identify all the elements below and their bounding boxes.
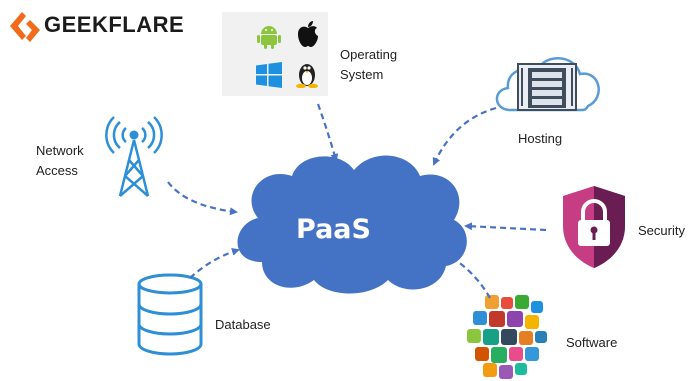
windows-icon (256, 62, 282, 88)
linux-icon (296, 64, 318, 88)
app-icons-cluster-icon (467, 295, 547, 379)
brand-name: GEEKFLARE (44, 12, 185, 37)
server-cloud-icon (495, 57, 600, 112)
apple-icon (298, 21, 318, 47)
database-icon (137, 273, 203, 356)
network-label-line2: Access (36, 163, 78, 178)
geekflare-logo-icon (10, 12, 40, 42)
android-icon (257, 26, 281, 49)
database-label: Database (215, 317, 271, 332)
paas-label: PaaS (296, 214, 371, 245)
security-label: Security (638, 223, 685, 238)
software-label: Software (566, 335, 618, 350)
antenna-tower-icon (105, 116, 163, 197)
network-label-line1: Network (36, 143, 84, 158)
os-label-line1: Operating (340, 47, 398, 62)
hosting-label: Hosting (518, 131, 563, 146)
os-label-line2: System (340, 67, 384, 82)
padlock-shield-icon (563, 186, 625, 268)
